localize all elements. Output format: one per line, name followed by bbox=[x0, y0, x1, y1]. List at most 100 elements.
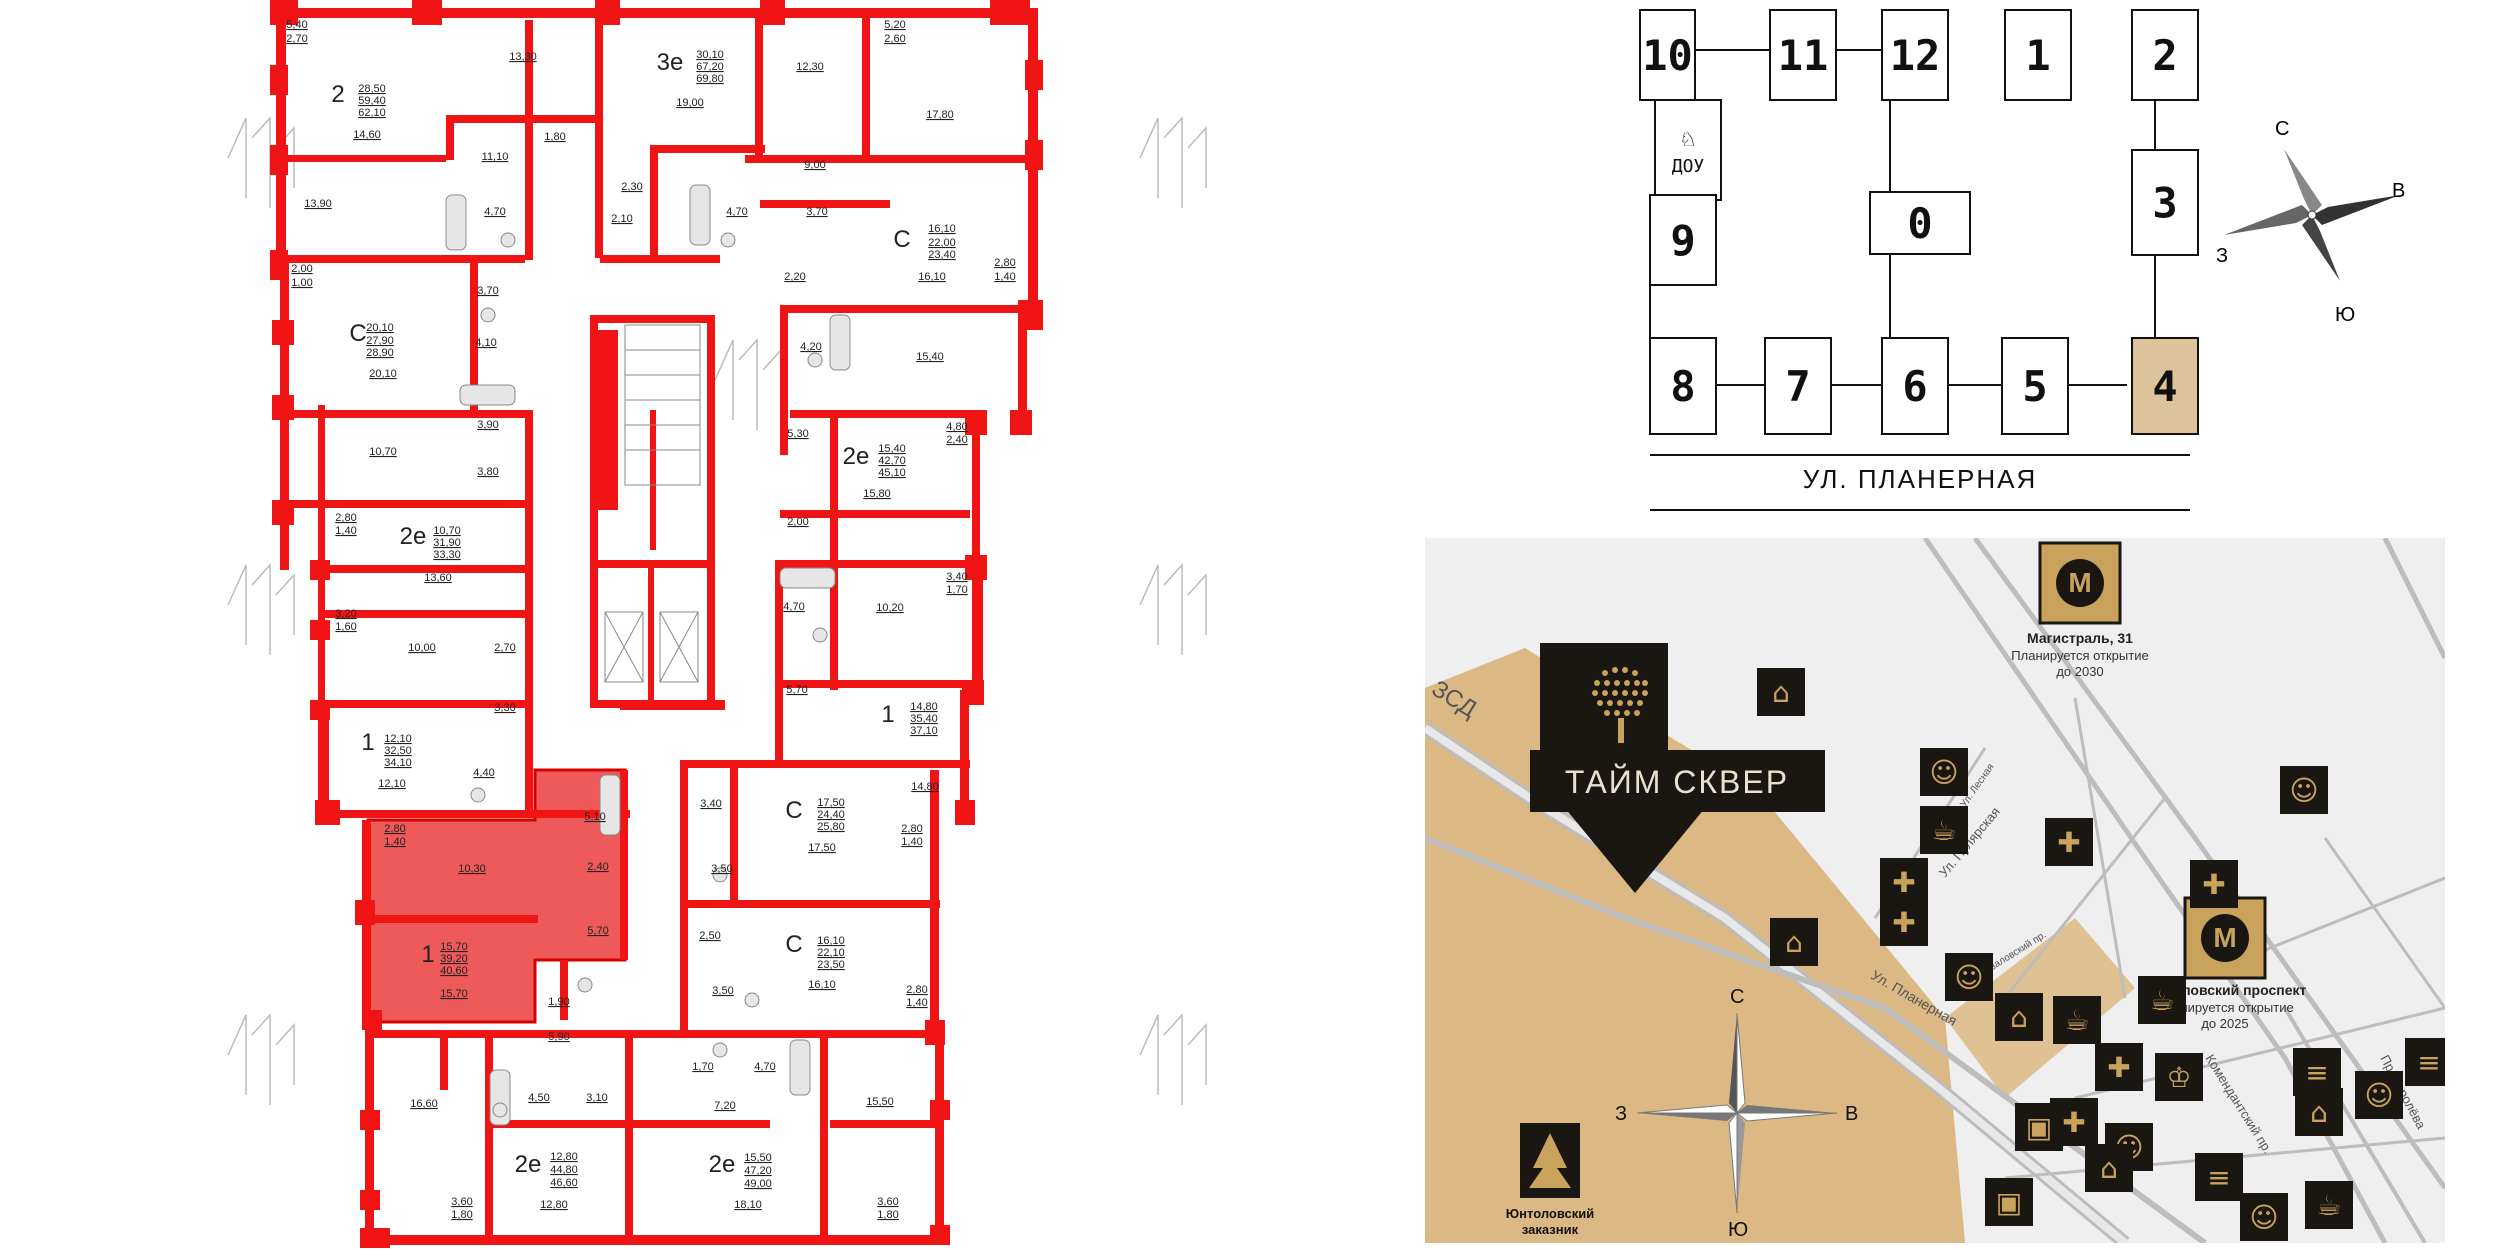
room-area-label: 4,70 bbox=[484, 206, 505, 218]
pharmacy-poi[interactable]: ✚ bbox=[2095, 1043, 2143, 1091]
room-area-label: 10,70 bbox=[433, 525, 461, 537]
cafe-poi[interactable]: ☕ bbox=[2053, 996, 2101, 1044]
map-compass-north: С bbox=[1730, 986, 1744, 1008]
scheme-building-6[interactable]: 6 bbox=[1881, 337, 1949, 435]
room-area-label: 24,40 bbox=[817, 809, 845, 821]
room-area-label: 15,80 bbox=[863, 488, 891, 500]
school-icon: ⌂ bbox=[2010, 1001, 2028, 1034]
kindergarten-poi[interactable]: ☺ bbox=[2240, 1193, 2288, 1241]
room-area-label: 1,80 bbox=[544, 131, 565, 143]
cafe-poi[interactable]: ☕ bbox=[2305, 1181, 2353, 1229]
kindergarten-poi[interactable]: ☺ bbox=[1945, 953, 1993, 1001]
room-area-label: 1,40 bbox=[906, 997, 927, 1009]
cafe-icon: ☕ bbox=[2149, 984, 2174, 1017]
kindergarten-poi[interactable]: ☺ bbox=[1920, 748, 1968, 796]
room-area-label: 1,40 bbox=[901, 836, 922, 848]
kindergarten-poi[interactable]: ☺ bbox=[2355, 1071, 2403, 1119]
scheme-building-1[interactable]: 1 bbox=[2004, 9, 2072, 101]
room-area-label: 47,20 bbox=[744, 1165, 772, 1177]
cafe-poi[interactable]: ☕ bbox=[1920, 806, 1968, 854]
svg-text:M: M bbox=[2213, 922, 2236, 953]
scheme-building-11[interactable]: 11 bbox=[1769, 9, 1837, 101]
school-icon: ⌂ bbox=[1772, 676, 1790, 709]
room-area-label: 3,10 bbox=[586, 1092, 607, 1104]
scheme-building-2[interactable]: 2 bbox=[2131, 9, 2199, 101]
room-area-label: 2,70 bbox=[286, 33, 307, 45]
room-area-label: 3,50 bbox=[712, 985, 733, 997]
room-area-label: 33,30 bbox=[433, 549, 461, 561]
room-area-label: 2,00 bbox=[291, 263, 312, 275]
pharmacy-icon: ✚ bbox=[2057, 826, 2080, 859]
room-area-label: 23,40 bbox=[928, 249, 956, 261]
gym-poi[interactable]: ≡ bbox=[2405, 1038, 2445, 1086]
room-area-label: 1,70 bbox=[946, 584, 967, 596]
room-area-label: 22,00 bbox=[928, 237, 956, 249]
shop-icon: ▣ bbox=[2026, 1111, 2052, 1144]
apartment-type-label: 2е bbox=[515, 1151, 542, 1178]
school-poi[interactable]: ⌂ bbox=[2085, 1144, 2133, 1192]
room-area-label: 10,30 bbox=[458, 863, 486, 875]
sanitary-fixtures bbox=[445, 184, 851, 1126]
scheme-building-8[interactable]: 8 bbox=[1649, 337, 1717, 435]
school-poi[interactable]: ⌂ bbox=[1757, 668, 1805, 716]
pharmacy-poi[interactable]: ✚ bbox=[1880, 858, 1928, 906]
cafe-icon: ☕ bbox=[2316, 1189, 2341, 1222]
room-area-label: 62,10 bbox=[358, 107, 386, 119]
room-area-label: 10,20 bbox=[876, 602, 904, 614]
school-poi[interactable]: ⌂ bbox=[1995, 993, 2043, 1041]
pharmacy-poi[interactable]: ✚ bbox=[2045, 818, 2093, 866]
scheme-building-9[interactable]: 9 bbox=[1649, 194, 1717, 286]
school-icon: ⌂ bbox=[2310, 1096, 2328, 1129]
metro-station-shuvalovsky[interactable]: M Шуваловский проспект Планируется откры… bbox=[2144, 896, 2307, 1031]
kindergarten-icon: ☺ bbox=[1954, 961, 1983, 994]
room-area-label: 13,90 bbox=[304, 198, 332, 210]
shop-icon: ▣ bbox=[1996, 1186, 2022, 1219]
apartment-type-label: 3е bbox=[657, 49, 684, 76]
room-area-label: 4,70 bbox=[726, 206, 747, 218]
gym-icon: ≡ bbox=[2417, 1046, 2440, 1079]
shop-poi[interactable]: ▣ bbox=[2015, 1103, 2063, 1151]
room-area-label: 7,20 bbox=[714, 1100, 735, 1112]
gym-poi[interactable]: ≡ bbox=[2195, 1153, 2243, 1201]
school-poi[interactable]: ⌂ bbox=[1770, 918, 1818, 966]
clinic-poi[interactable]: ✚ bbox=[2190, 860, 2238, 908]
scheme-building-7[interactable]: 7 bbox=[1764, 337, 1832, 435]
metro-station-magistral[interactable]: M Магистраль, 31 Планируется открытие до… bbox=[2011, 541, 2149, 679]
scheme-building-12[interactable]: 12 bbox=[1881, 9, 1949, 101]
project-logo-pin[interactable]: ТАЙМ СКВЕР bbox=[1530, 643, 1825, 893]
kindergarten-icon: ☺ bbox=[2289, 774, 2318, 807]
room-area-label: 17,80 bbox=[926, 109, 954, 121]
clinic-icon: ✚ bbox=[2202, 868, 2225, 901]
scheme-building-3[interactable]: 3 bbox=[2131, 149, 2199, 256]
room-area-label: 15,40 bbox=[916, 351, 944, 363]
kindergarten-poi[interactable]: ☺ bbox=[2280, 766, 2328, 814]
scheme-building-5[interactable]: 5 bbox=[2001, 337, 2069, 435]
room-area-label: 3,40 bbox=[700, 798, 721, 810]
cafe-poi[interactable]: ☕ bbox=[2138, 976, 2186, 1024]
pharmacy-icon: ✚ bbox=[1892, 906, 1915, 939]
room-area-label: 4,70 bbox=[783, 601, 804, 613]
location-map: ЗСД Ул. Планерная Шуваловский пр. Ул. Ле… bbox=[1425, 538, 2445, 1243]
park-marker[interactable]: Юнтоловский заказник bbox=[1506, 1123, 1595, 1237]
apartment-type-label: 2е bbox=[709, 1151, 736, 1178]
scheme-building-0[interactable]: 0 bbox=[1869, 191, 1971, 255]
room-area-label: 23,50 bbox=[817, 959, 845, 971]
stair-lift-core bbox=[604, 324, 701, 683]
room-area-label: 12,80 bbox=[550, 1151, 578, 1163]
compass-west: З bbox=[2216, 245, 2228, 267]
crown-poi[interactable]: ♔ bbox=[2155, 1053, 2203, 1101]
room-area-label: 5,90 bbox=[548, 1031, 569, 1043]
room-area-label: 20,10 bbox=[369, 368, 397, 380]
room-area-label: 3,60 bbox=[451, 1196, 472, 1208]
room-area-label: 4,50 bbox=[528, 1092, 549, 1104]
room-area-label: 15,70 bbox=[440, 988, 468, 1000]
scheme-building-4[interactable]: 4 bbox=[2131, 337, 2199, 435]
school-poi[interactable]: ⌂ bbox=[2295, 1088, 2343, 1136]
scheme-building-ДОУ[interactable]: ♘ДОУ bbox=[1654, 99, 1722, 201]
metro-note: до 2030 bbox=[2056, 664, 2103, 679]
scheme-building-10[interactable]: 10 bbox=[1639, 9, 1696, 101]
room-area-label: 14,60 bbox=[353, 129, 381, 141]
shop-poi[interactable]: ▣ bbox=[1985, 1178, 2033, 1226]
